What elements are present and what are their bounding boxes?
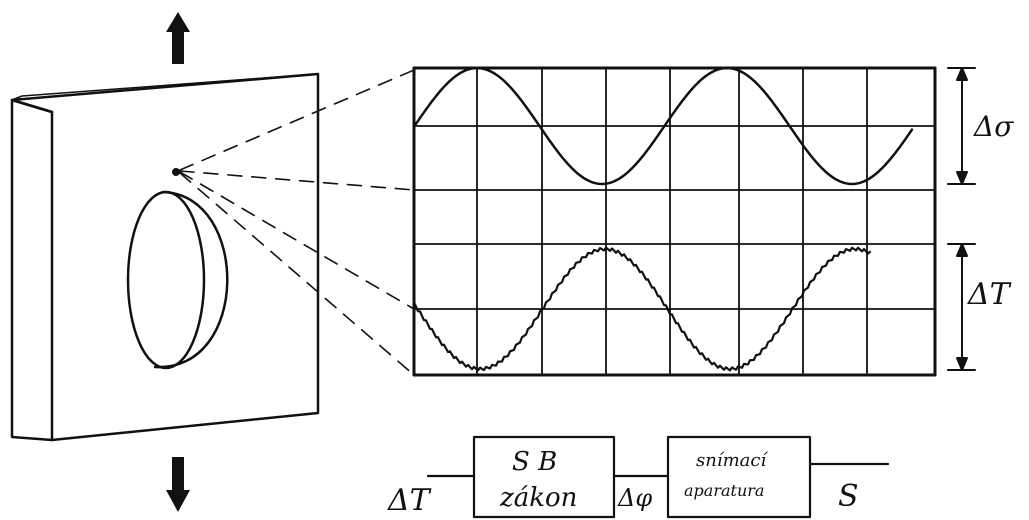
stress-waveform — [412, 66, 914, 186]
stress-amplitude-marker — [947, 67, 976, 185]
arrow-down-icon — [166, 457, 190, 512]
measurement-point — [172, 168, 180, 176]
arrow-up-icon — [166, 12, 190, 64]
measurement-apparatus-line2: aparatura — [684, 481, 764, 500]
specimen-plate — [10, 72, 320, 442]
sb-law-block-line1: S B — [512, 447, 557, 477]
sb-law-block-line2: zákon — [499, 483, 577, 513]
input-delta-t-label: ΔT — [387, 483, 432, 518]
oscilloscope-grid — [413, 67, 936, 376]
temperature-amplitude-marker — [947, 243, 976, 371]
delta-sigma-label: Δσ — [973, 110, 1014, 143]
output-s-label: S — [838, 479, 859, 514]
projection-lines — [179, 69, 415, 376]
oscilloscope-frame — [412, 66, 937, 377]
measurement-apparatus-line1: snímací — [696, 450, 768, 471]
temperature-waveform — [412, 246, 872, 372]
delta-t-amplitude-label: ΔT — [967, 277, 1012, 312]
delta-phi-label: Δφ — [617, 484, 652, 512]
specimen-hole — [126, 190, 229, 370]
block-diagram — [426, 435, 890, 519]
